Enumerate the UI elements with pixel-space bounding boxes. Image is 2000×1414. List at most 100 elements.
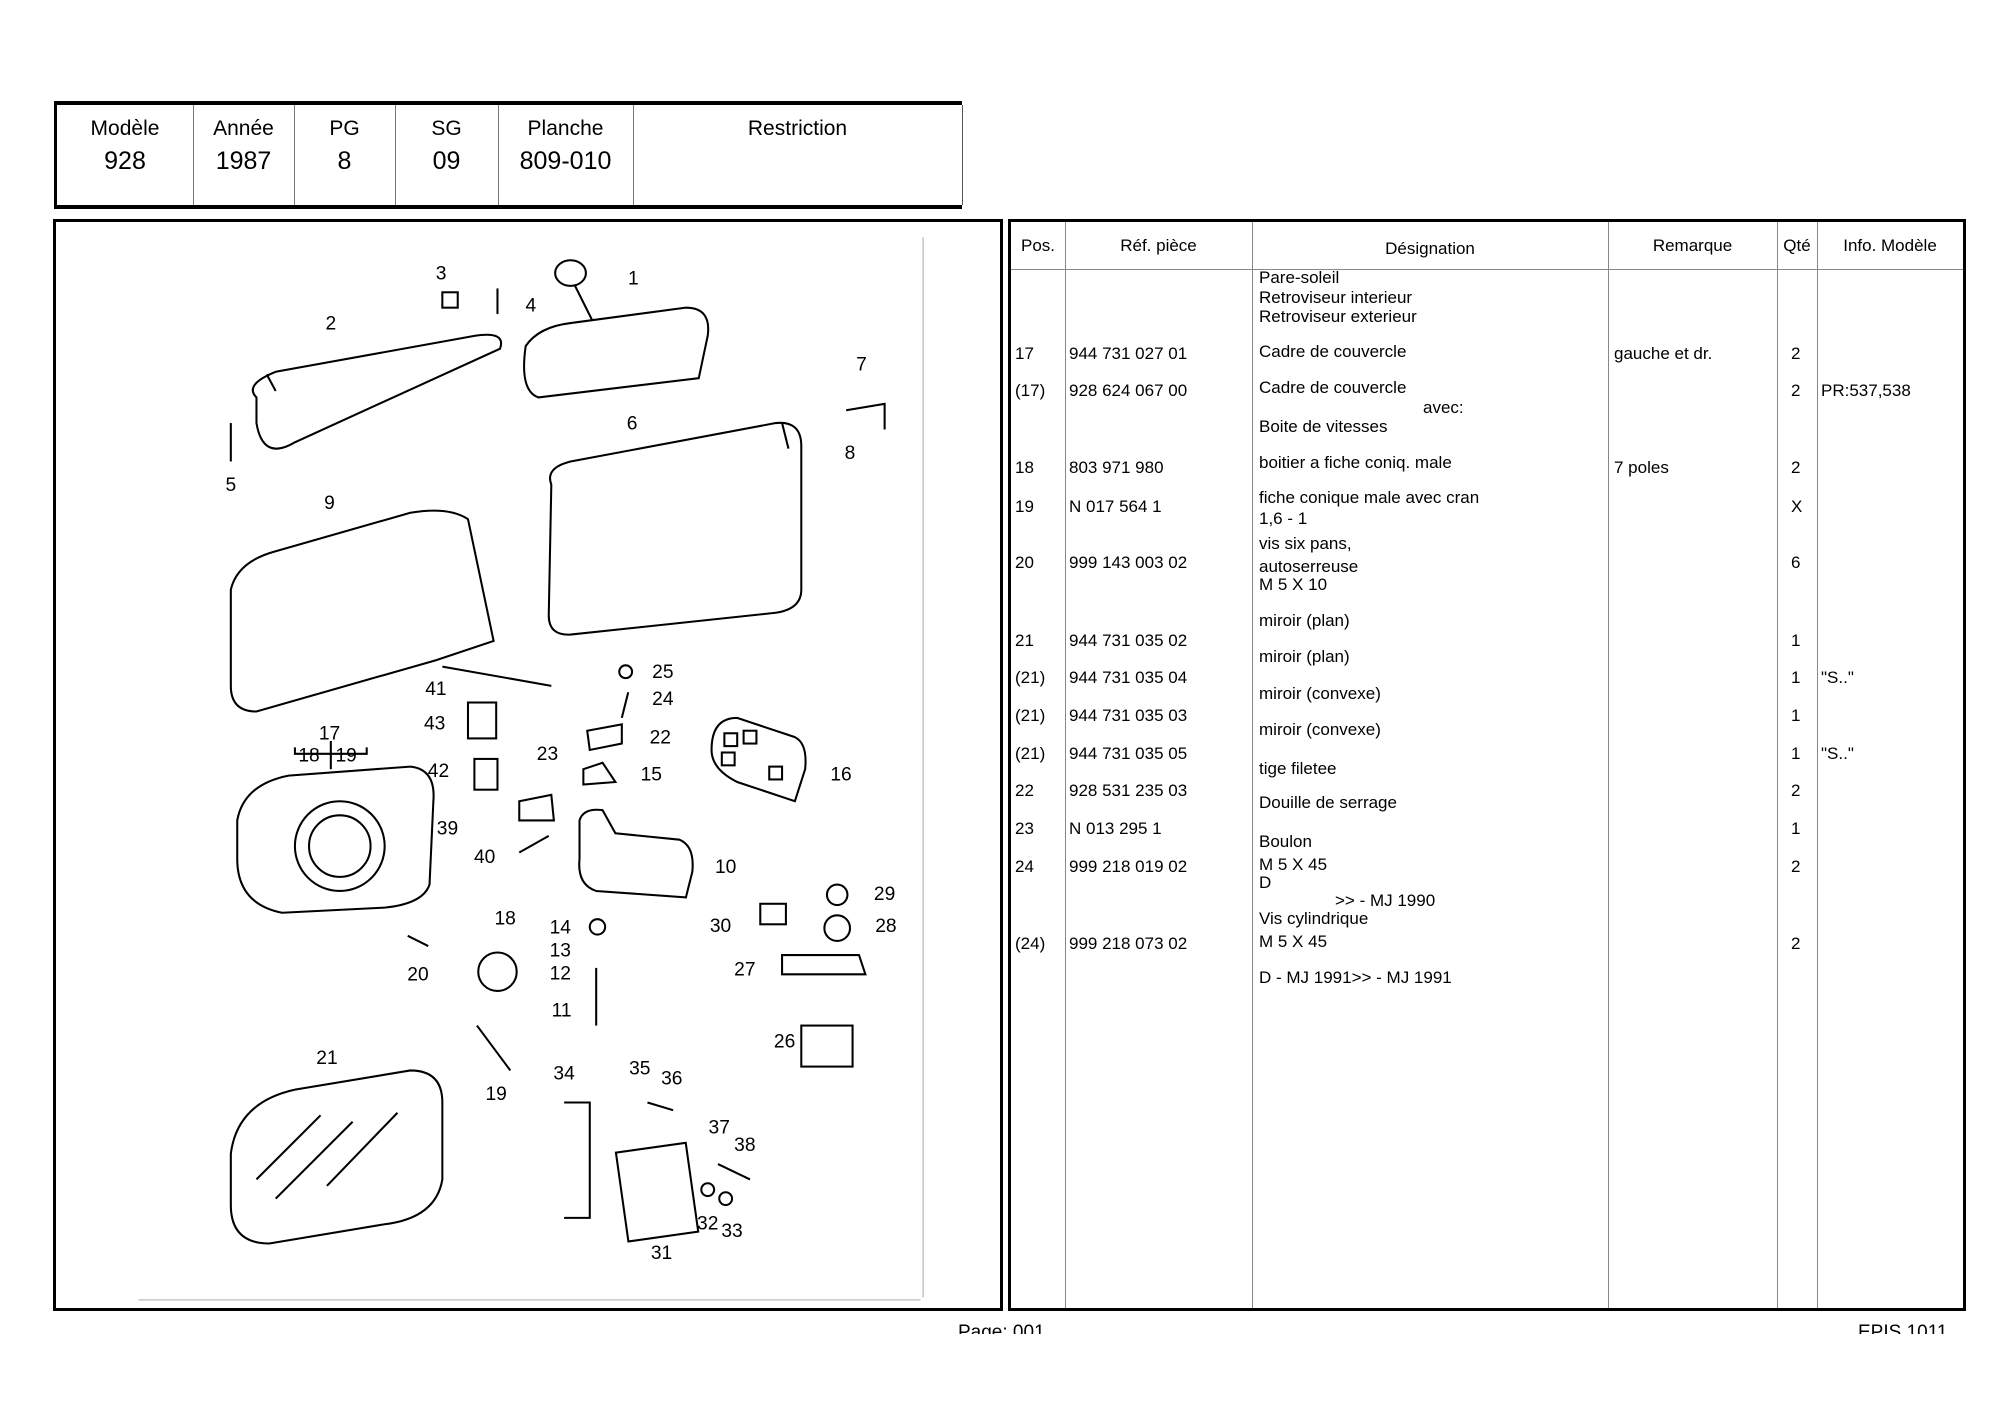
parts-diagram-frame [53, 219, 1003, 1311]
callout-35: 35 [629, 1058, 650, 1079]
callout-25: 25 [652, 662, 673, 683]
callout-20: 20 [407, 965, 428, 986]
header-value: 8 [337, 147, 352, 175]
mirror-frame-part [236, 765, 435, 914]
cell-info: PR:537,538 [1821, 381, 1911, 400]
cell-qte: 2 [1791, 381, 1801, 400]
col-header-pos: Pos. [1020, 236, 1056, 255]
mirror-housing-part [229, 509, 495, 713]
callout-7: 7 [856, 354, 867, 375]
header-label: Modèle [90, 117, 160, 140]
callout-37: 37 [709, 1117, 730, 1138]
cell-qte: 1 [1791, 744, 1801, 763]
header-cell: Modèle 928 [57, 105, 194, 205]
cell-ref: 944 731 027 01 [1069, 344, 1188, 363]
designation-line: Douille de serrage [1259, 793, 1397, 812]
col-divider [1252, 222, 1253, 1308]
designation-line: D [1259, 873, 1272, 892]
header-value: 928 [104, 147, 146, 175]
col-header-qte: Qté [1783, 236, 1811, 255]
designation-line: boitier a fiche coniq. male [1259, 453, 1452, 472]
designation-line: Boite de vitesses [1259, 417, 1388, 436]
callout-9: 9 [324, 493, 335, 514]
designation-line: Retroviseur interieur [1259, 288, 1413, 307]
designation-line: Pare-soleil [1259, 268, 1340, 287]
callout-8: 8 [845, 443, 856, 464]
header-label: Planche [527, 117, 604, 140]
cell-pos: 23 [1015, 819, 1034, 838]
callout-5: 5 [225, 475, 236, 496]
col-divider [1065, 222, 1066, 1308]
designation-line: tige filetee [1259, 759, 1337, 778]
cell-qte: 2 [1791, 458, 1801, 477]
callout-11: 11 [552, 1001, 572, 1022]
callout-27: 27 [734, 960, 755, 981]
callout-2: 2 [325, 313, 336, 334]
large-visor-part [547, 421, 803, 636]
cell-pos: (21) [1015, 706, 1046, 725]
mirror-glass-part [229, 1069, 444, 1245]
designation-line: M 5 X 45 [1259, 932, 1328, 951]
designation-line: fiche conique male avec cran [1259, 488, 1480, 507]
callout-39: 39 [437, 819, 458, 840]
cell-pos: (17) [1015, 381, 1046, 400]
header-cell: Restriction [633, 105, 963, 205]
footer-page: Page: 001 [958, 1322, 1045, 1334]
header-value: 809-010 [519, 147, 612, 175]
cell-pos: 22 [1015, 781, 1034, 800]
callout-36: 36 [661, 1069, 682, 1090]
callout-31: 31 [651, 1243, 672, 1264]
parts-table: Pos. Réf. pièce Désignation Remarque Qté… [1008, 219, 1966, 1311]
callout-34: 34 [553, 1063, 575, 1084]
callout-33: 33 [721, 1221, 742, 1242]
callout-21: 21 [316, 1048, 337, 1069]
designation-line: Vis cylindrique [1259, 909, 1369, 928]
callout-18: 18 [494, 908, 515, 929]
designation-line: >> - MJ 1990 [1335, 891, 1436, 910]
callout-17: 17 [319, 724, 340, 745]
cell-remarque: gauche et dr. [1614, 344, 1713, 363]
callout-30: 30 [710, 916, 731, 937]
cell-ref: 928 624 067 00 [1069, 381, 1188, 400]
designation-line: miroir (plan) [1259, 611, 1350, 630]
designation-line: D - MJ 1991>> - MJ 1991 [1259, 968, 1452, 987]
cell-ref: 803 971 980 [1069, 458, 1164, 477]
cell-qte: 1 [1791, 631, 1801, 650]
cell-pos: (24) [1015, 934, 1046, 953]
callout-15: 15 [641, 765, 662, 786]
interior-mirror-part [523, 306, 710, 399]
cell-info: "S.." [1821, 744, 1854, 763]
designation-line: miroir (convexe) [1259, 720, 1381, 739]
callout-10: 10 [715, 857, 736, 878]
callout-28: 28 [875, 916, 896, 937]
cell-ref: 999 218 073 02 [1069, 934, 1188, 953]
motor-housing-part [578, 808, 694, 899]
callout-42: 42 [428, 761, 449, 782]
callout-22: 22 [650, 728, 671, 749]
cell-pos: (21) [1015, 744, 1046, 763]
header-cell: Planche 809-010 [498, 105, 634, 205]
callout-13: 13 [550, 940, 571, 961]
cell-pos: 20 [1015, 553, 1034, 572]
designation-line: autoserreuse [1259, 557, 1359, 576]
cell-qte: 2 [1791, 344, 1801, 363]
callout-6: 6 [627, 413, 638, 434]
designation-line: Cadre de couvercle [1259, 378, 1407, 397]
header-label: Année [213, 117, 274, 140]
designation-line: M 5 X 10 [1259, 575, 1328, 594]
callout-18: 18 [298, 745, 319, 766]
cell-pos: (21) [1015, 668, 1046, 687]
callout-12: 12 [550, 963, 571, 984]
cell-pos: 17 [1015, 344, 1034, 363]
cell-ref: 944 731 035 05 [1069, 744, 1188, 763]
col-header-ref: Réf. pièce [1120, 236, 1197, 255]
sun-visor-part [251, 333, 503, 450]
cell-ref: 928 531 235 03 [1069, 781, 1188, 800]
callout-24: 24 [652, 689, 674, 710]
designation-line: Cadre de couvercle [1259, 342, 1407, 361]
callout-26: 26 [774, 1031, 795, 1052]
